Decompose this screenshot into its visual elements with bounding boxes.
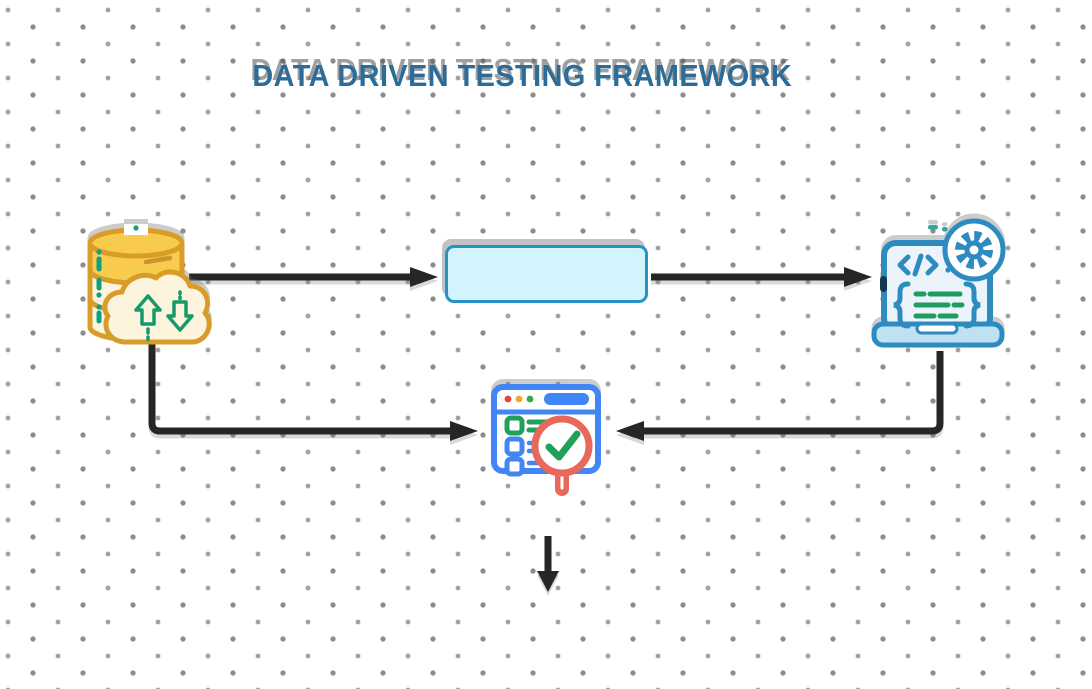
- download-arrow-icon: [166, 300, 194, 332]
- arrowhead-right-2: [844, 267, 872, 287]
- page-title-text: DATA DRIVEN TESTING FRAMEWORK: [252, 58, 792, 93]
- braces-icon: [893, 281, 981, 329]
- magnifier-check-icon: [531, 415, 593, 496]
- test-report-node: [490, 383, 606, 504]
- test-execution-node: [862, 212, 1006, 355]
- arrow-data-source-to-report: [148, 344, 450, 435]
- process-box: [445, 245, 648, 303]
- gear-icon: [942, 218, 1006, 282]
- window-dot-green: [526, 395, 534, 403]
- arrowhead-right-3: [450, 421, 478, 441]
- data-source-node: [84, 212, 220, 353]
- database-cloud-sync-icon: [87, 224, 212, 345]
- page-title: DATA DRIVEN TESTING FRAMEWORK: [0, 58, 1092, 94]
- arrowhead-right-1: [410, 267, 438, 287]
- arrowhead-left-4: [616, 421, 644, 441]
- window-dot-red: [504, 395, 512, 403]
- window-dot-yellow: [515, 395, 523, 403]
- upload-arrow-icon: [134, 294, 162, 326]
- checkmark: [545, 430, 581, 461]
- report-checklist-magnifier-icon: [491, 384, 601, 496]
- code-tag-icon: [897, 253, 939, 277]
- arrow-execution-to-report: [644, 351, 944, 435]
- laptop-code-gear-icon: [871, 218, 1006, 348]
- checklist: [504, 415, 561, 477]
- arrowhead-down-5: [537, 571, 559, 592]
- address-bar: [544, 393, 589, 405]
- code-lines: [913, 291, 965, 319]
